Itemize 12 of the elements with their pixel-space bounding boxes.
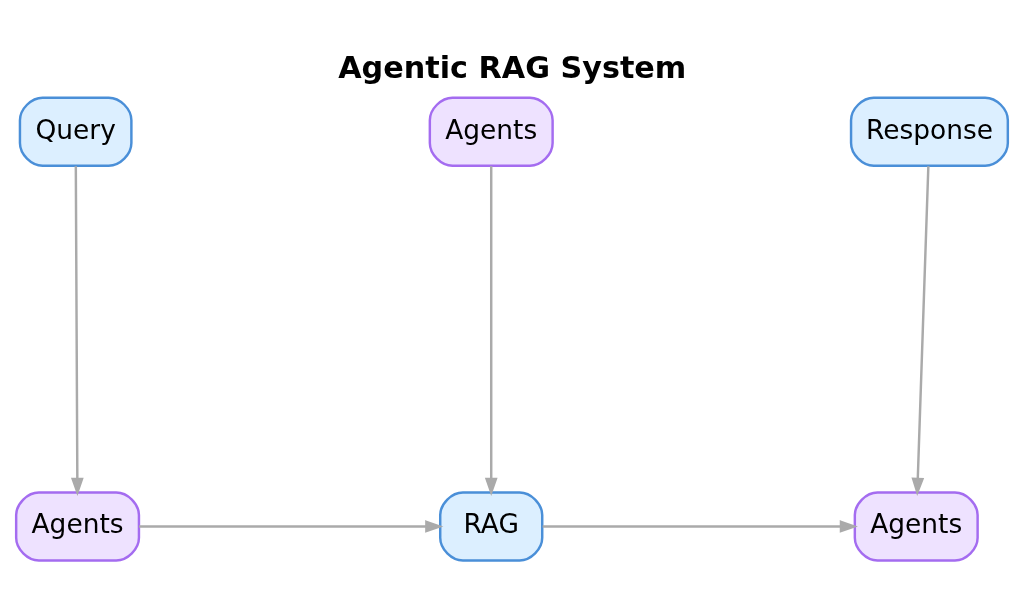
arrow bbox=[542, 520, 858, 533]
node-box: Query bbox=[18, 96, 133, 167]
node-box: Agents bbox=[428, 96, 554, 167]
arrow bbox=[484, 166, 498, 496]
node-box: Response bbox=[849, 96, 1010, 167]
arrow bbox=[911, 166, 930, 496]
node-box: Agents bbox=[853, 491, 979, 562]
arrow bbox=[70, 166, 84, 496]
diagram-title: Agentic RAG System bbox=[338, 50, 687, 86]
node-box: Agents bbox=[14, 491, 141, 562]
node-box: RAG bbox=[439, 491, 544, 562]
arrow bbox=[138, 520, 444, 533]
